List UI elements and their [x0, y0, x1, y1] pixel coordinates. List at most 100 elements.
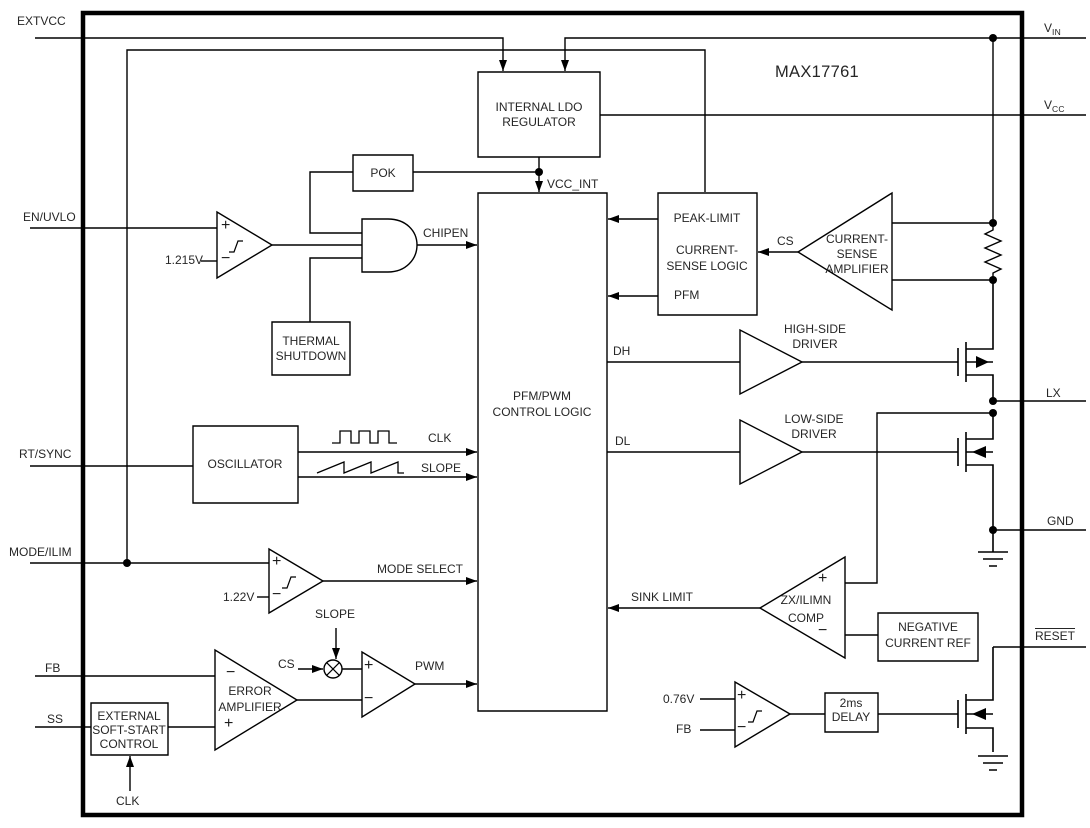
pin-vcc-main: V: [1044, 98, 1053, 112]
ic-border: [83, 13, 1022, 815]
current-sense-amplifier: [798, 193, 892, 310]
neg-ref-label-1: NEGATIVE: [898, 620, 958, 634]
wire-vin-to-ldo: [561, 38, 1086, 71]
hysteresis-icon: [748, 711, 762, 722]
mode-minus-sign: −: [272, 586, 282, 603]
comparator-mode: [269, 549, 323, 613]
vcc-int-label: VCC_INT: [547, 177, 599, 191]
multiplier: [324, 660, 342, 678]
zx-plus-sign: +: [818, 570, 828, 587]
chip-title: MAX17761: [775, 63, 860, 81]
pwm-plus-sign: +: [364, 657, 374, 674]
soft-start-label-2: SOFT-START: [92, 723, 166, 737]
sink-limit-label: SINK LIMIT: [631, 590, 694, 604]
mosfet-high-side: [958, 280, 993, 401]
control-label-1: PFM/PWM: [513, 389, 571, 403]
pwm-minus-sign: −: [364, 690, 374, 707]
pin-extvcc: EXTVCC: [17, 14, 66, 28]
ground-symbol-power: [978, 530, 1008, 566]
pin-rt-sync: RT/SYNC: [19, 447, 72, 461]
control-logic-box: [478, 193, 607, 711]
ls-driver-label-2: DRIVER: [791, 427, 837, 441]
chipen-label: CHIPEN: [423, 226, 469, 240]
hysteresis-icon: [282, 577, 296, 588]
thermal-label-2: SHUTDOWN: [275, 349, 347, 363]
control-label-2: CONTROL LOGIC: [492, 405, 592, 419]
hs-driver-triangle: [740, 330, 802, 394]
ls-driver-label-1: LOW-SIDE: [784, 412, 844, 426]
sense-resistor: [985, 223, 1001, 280]
reset-plus-sign: +: [737, 687, 747, 704]
pwm-comparator: [362, 652, 415, 717]
pfm-port-label: PFM: [674, 288, 700, 302]
peak-limit-label-2: CURRENT-: [676, 243, 738, 257]
dl-label: DL: [615, 434, 631, 448]
reset-fb-label: FB: [676, 722, 692, 736]
mode-select-label: MODE SELECT: [377, 562, 464, 576]
junction-dots: [123, 34, 997, 567]
delay-label-1: 2ms: [839, 696, 863, 710]
soft-start-box: [91, 703, 168, 755]
clock-waveform-icon: [332, 431, 397, 443]
pin-vin-sub: IN: [1052, 27, 1061, 37]
ldo-label-2: REGULATOR: [502, 115, 576, 129]
pin-reset: RESET: [1035, 629, 1076, 643]
oscillator-box: [193, 426, 298, 503]
cs-label: CS: [777, 234, 794, 248]
zx-comparator: [760, 557, 845, 658]
pwm-label: PWM: [415, 659, 445, 673]
slope-mult-label: SLOPE: [315, 607, 356, 621]
zx-minus-sign: −: [818, 622, 828, 639]
pin-gnd: GND: [1047, 514, 1074, 528]
slope-label: SLOPE: [421, 461, 462, 475]
comparator-en: [217, 212, 272, 278]
wire-lx-to-zx: [845, 413, 993, 583]
cs-amp-label-2: SENSE: [836, 247, 878, 261]
pin-mode-ilim: MODE/ILIM: [9, 545, 72, 559]
multiply-icon: [327, 663, 340, 676]
mosfet-arrow: [972, 446, 986, 458]
cs-amp-label-3: AMPLIFIER: [825, 262, 889, 276]
wires: [30, 38, 1086, 791]
and-gate: [362, 219, 417, 272]
ea-plus-sign: +: [224, 715, 234, 732]
pin-vcc: VCC: [1044, 98, 1065, 114]
dh-label: DH: [613, 344, 631, 358]
ls-driver-triangle: [740, 420, 802, 484]
mode-plus-sign: +: [272, 553, 282, 570]
soft-start-label-1: EXTERNAL: [97, 709, 161, 723]
thermal-label-1: THERMAL: [282, 334, 340, 348]
en-minus-sign: −: [221, 250, 231, 267]
mosfet-arrow: [976, 356, 989, 368]
ldo-label-1: INTERNAL LDO: [495, 100, 583, 114]
oscillator-label: OSCILLATOR: [207, 457, 283, 471]
pok-label: POK: [370, 166, 396, 180]
hs-driver-label-2: DRIVER: [792, 337, 838, 351]
mosfet-low-side: [958, 413, 993, 530]
en-plus-sign: +: [221, 217, 231, 234]
ref-1p215v-label: 1.215V: [165, 253, 204, 267]
mosfet-reset: [958, 647, 993, 752]
error-amp-label-2: AMPLIFIER: [218, 700, 282, 714]
wire-pok-to-and: [310, 172, 362, 233]
neg-ref-label-2: CURRENT REF: [885, 636, 971, 650]
pin-lx: LX: [1046, 386, 1061, 400]
ref-1p22v-label: 1.22V: [223, 590, 255, 604]
pin-en-uvlo: EN/UVLO: [23, 210, 76, 224]
pok-box: [353, 155, 413, 191]
hs-driver-label-1: HIGH-SIDE: [783, 322, 847, 336]
reset-minus-sign: −: [737, 719, 747, 736]
error-amplifier: [215, 650, 297, 750]
delay-box: [825, 693, 878, 732]
clk-label: CLK: [428, 431, 452, 445]
wire-mode-ilim-to-peak-limit: [127, 50, 705, 563]
wire-thermal-to-and: [310, 258, 362, 322]
zx-comp-label-1: ZX/ILIMN: [780, 593, 832, 607]
ea-minus-sign: −: [226, 664, 236, 681]
comparator-reset: [735, 682, 790, 747]
block-outlines: [91, 72, 978, 755]
thermal-shutdown-box: [272, 322, 350, 375]
ground-symbol-reset: [978, 756, 1008, 770]
